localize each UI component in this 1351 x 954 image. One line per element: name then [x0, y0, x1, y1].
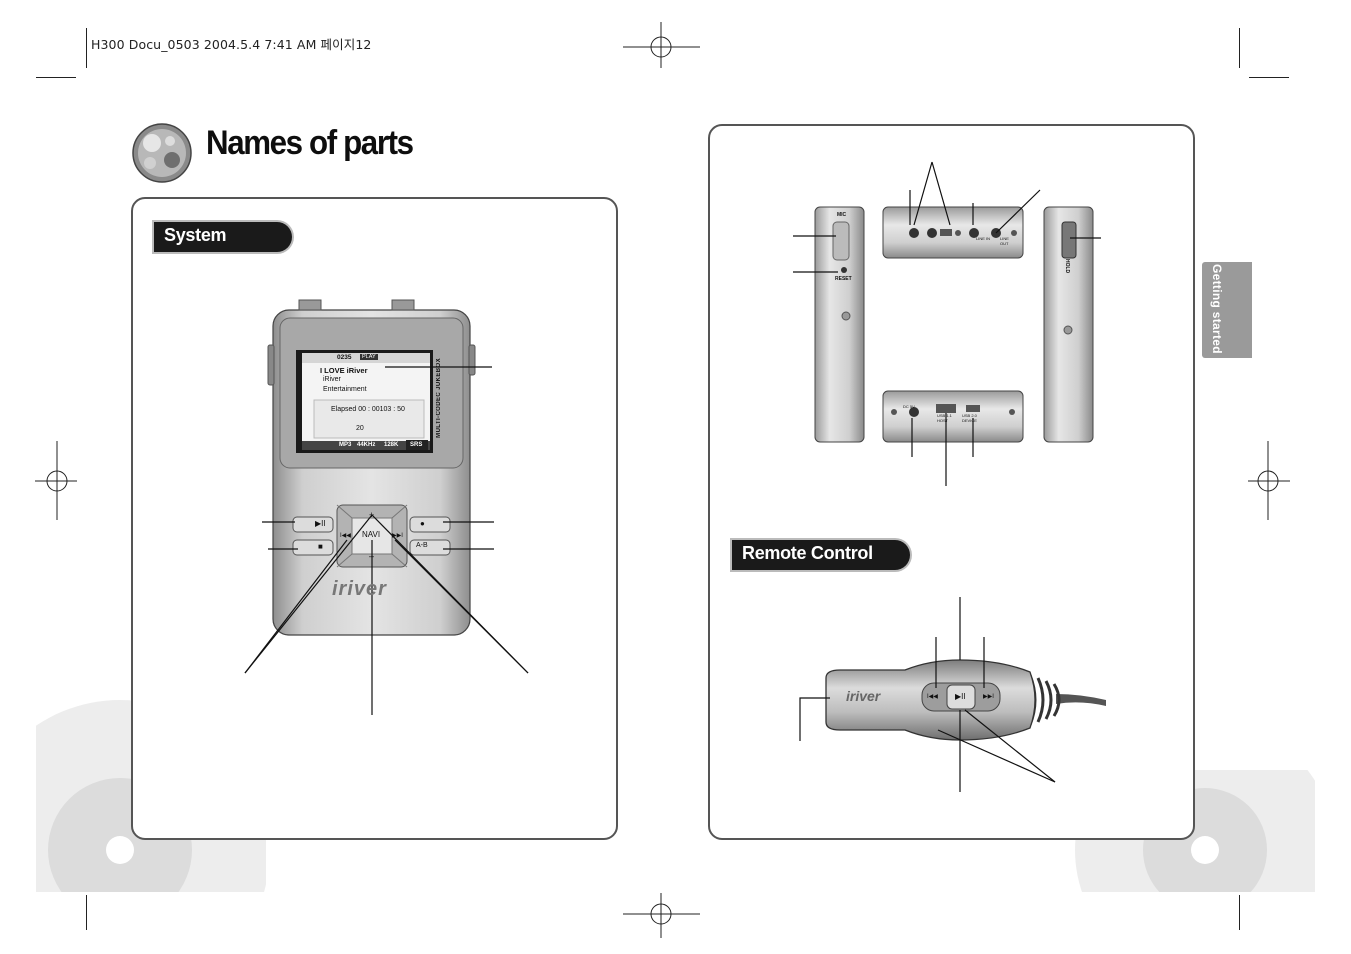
remote-illustration — [825, 659, 1106, 741]
screen-folder-name: I LOVE iRiver — [320, 366, 368, 375]
hold-label: HOLD — [1064, 259, 1070, 274]
screen-artist: iRiver — [323, 376, 341, 383]
top-edge-view — [882, 206, 1024, 259]
file-info-header: H300 Docu_0503 2004.5.4 7:41 AM 페이지12 — [91, 37, 372, 52]
registration-mark-top — [623, 22, 700, 68]
screen-format: MP3 — [339, 442, 352, 448]
stop-button: ■ — [318, 542, 323, 551]
callout-lines-edges — [793, 161, 1101, 486]
prev-button: I◀◀ — [340, 533, 351, 539]
bottom-edge-view — [882, 390, 1024, 443]
callout-lines-front — [244, 366, 529, 715]
record-button: ● — [420, 519, 425, 528]
registration-mark-bottom — [623, 893, 700, 938]
remote-next-button: ▶▶I — [983, 694, 994, 700]
next-button: ▶▶I — [392, 533, 403, 539]
mic-label: MIC — [837, 212, 847, 218]
page-title: Names of parts — [206, 124, 414, 162]
navi-button: NAVI — [362, 530, 381, 539]
screen-track-number: 0235 — [337, 354, 352, 361]
screen-volume: 20 — [356, 425, 364, 432]
screen-srs: SRS — [410, 442, 423, 448]
line-in-label: LINE IN — [976, 236, 991, 241]
usb-host-label: USB 1.1 HOST — [937, 413, 952, 423]
getting-started-label: Getting started — [1210, 264, 1224, 354]
screen-play-state: PLAY — [360, 354, 378, 360]
screen-genre: Entertainment — [323, 386, 367, 393]
remote-logo: iriver — [846, 688, 881, 704]
dc-label: DC 5V — [903, 404, 915, 409]
line-out-label: LINE OUT — [1000, 236, 1009, 246]
remote-play-button: ▶II — [955, 692, 966, 701]
usb-device-label: USB 2.0 DEVICE — [962, 413, 977, 423]
screen-elapsed: Elapsed 00 : 00103 : 50 — [331, 406, 405, 413]
plus-button: + — [369, 510, 375, 520]
remote-prev-button: I◀◀ — [927, 694, 938, 700]
title-emblem-icon — [132, 123, 192, 183]
system-section-tab: System — [154, 222, 292, 252]
remote-section-tab: Remote Control — [732, 540, 910, 570]
play-pause-button: ▶II — [315, 519, 326, 528]
device-side-text: MULTI-CODEC JUKEBOX — [436, 358, 442, 438]
system-section-label: System — [164, 225, 227, 245]
right-edge-view — [1043, 206, 1094, 443]
screen-bitrate: 128K — [384, 442, 399, 448]
callout-lines-remote — [799, 597, 1056, 792]
getting-started-tab: Getting started — [1202, 262, 1252, 358]
ab-button: A-B — [416, 542, 428, 549]
screen-sample-rate: 44KHz — [357, 442, 376, 448]
registration-mark-right — [1248, 441, 1290, 520]
remote-section-label: Remote Control — [742, 543, 873, 563]
left-edge-view — [814, 206, 865, 443]
registration-mark-left — [35, 441, 77, 520]
device-logo: iriver — [332, 578, 387, 600]
reset-label: RESET — [835, 276, 852, 282]
minus-button: – — [369, 551, 375, 561]
player-front — [267, 299, 476, 636]
